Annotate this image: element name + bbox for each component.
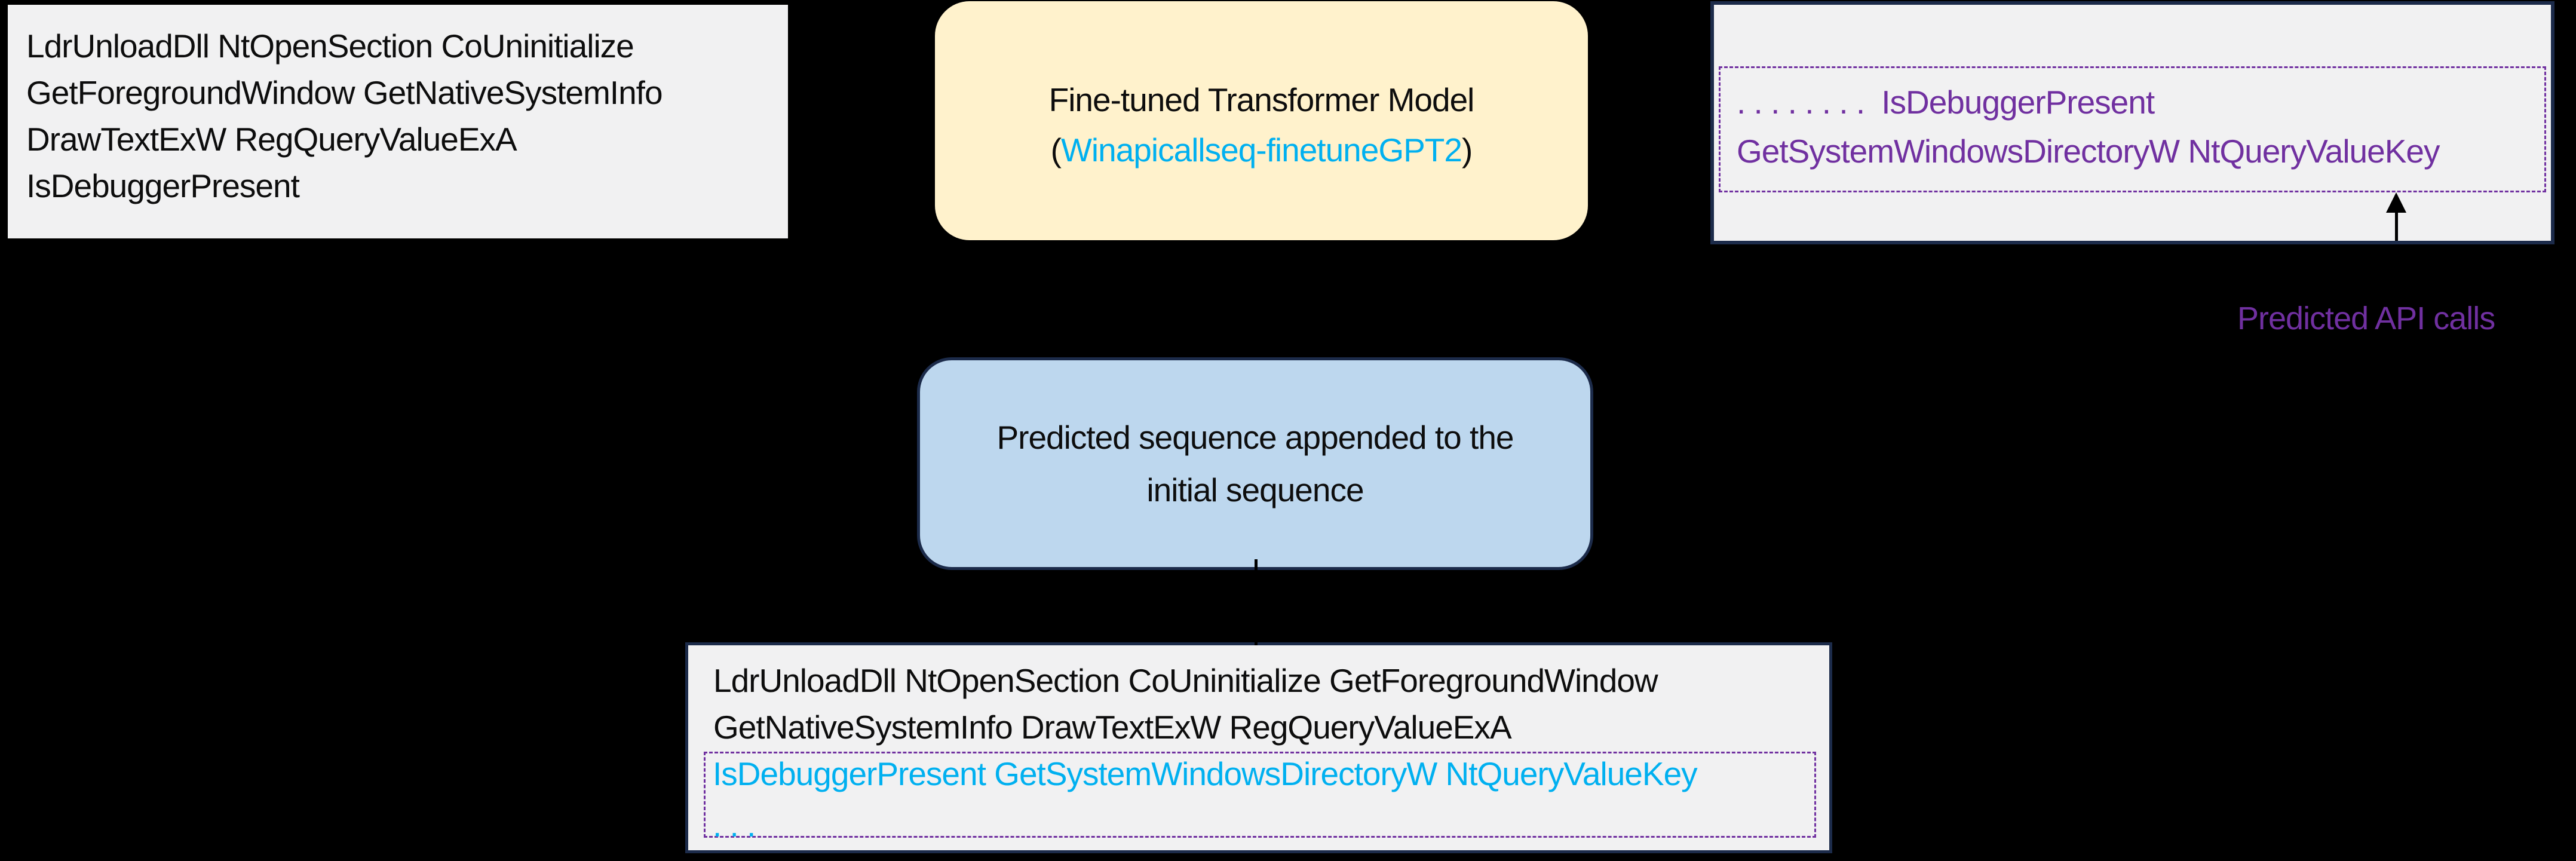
model-title: Fine-tuned Transformer Model <box>1048 81 1475 118</box>
api-call-line: DrawTextExW RegQueryValueExA <box>26 121 517 158</box>
final-cyan-line: IsDebuggerPresent GetSystemWindowsDirect… <box>713 755 1698 792</box>
final-sequence-box: LdrUnloadDll NtOpenSection CoUninitializ… <box>685 642 1832 853</box>
appended-line-1: Predicted sequence appended to the <box>996 419 1514 456</box>
predicted-line-2: GetSystemWindowsDirectoryW NtQueryValueK… <box>1737 133 2440 170</box>
api-call-line: IsDebuggerPresent <box>26 167 300 204</box>
paren-close: ) <box>1462 131 1473 168</box>
context-dots: . . . . . . . . <box>1737 84 1865 121</box>
predicted-output-box: . . . . . . . . IsDebuggerPresent GetSyst… <box>1710 1 2554 244</box>
paren-open: ( <box>1050 131 1062 168</box>
initial-sequence-box: LdrUnloadDll NtOpenSection CoUninitializ… <box>6 3 790 240</box>
model-name: Winapicallseq-finetuneGPT2 <box>1060 131 1462 168</box>
api-call-line: LdrUnloadDll NtOpenSection CoUninitializ… <box>26 27 634 65</box>
connector-stub <box>1255 635 1258 645</box>
up-arrow-shaft <box>2395 211 2398 241</box>
final-dashed-region: IsDebuggerPresent GetSystemWindowsDirect… <box>704 752 1816 843</box>
model-subtitle: (Winapicallseq-finetuneGPT2) <box>1051 125 1473 175</box>
appended-sequence-box: Predicted sequence appended to the initi… <box>917 357 1593 570</box>
predicted-call: IsDebuggerPresent <box>1881 84 2155 121</box>
appended-line-2: initial sequence <box>1146 471 1364 508</box>
predicted-dashed-region: . . . . . . . . IsDebuggerPresent GetSyst… <box>1719 66 2546 192</box>
predicted-api-calls-label: Predicted API calls <box>2237 301 2495 336</box>
up-arrow-icon <box>2386 192 2406 213</box>
final-black-line-2: GetNativeSystemInfo DrawTextExW RegQuery… <box>713 709 1512 746</box>
continuation-dots: . . . <box>713 807 756 844</box>
transformer-model-box: Fine-tuned Transformer Model (Winapicall… <box>935 1 1588 240</box>
api-call-line: GetForegroundWindow GetNativeSystemInfo <box>26 74 663 111</box>
predicted-line-1: . . . . . . . . IsDebuggerPresent <box>1737 78 2544 127</box>
final-black-line-1: LdrUnloadDll NtOpenSection CoUninitializ… <box>713 662 1658 699</box>
connector-stub <box>1255 559 1258 570</box>
